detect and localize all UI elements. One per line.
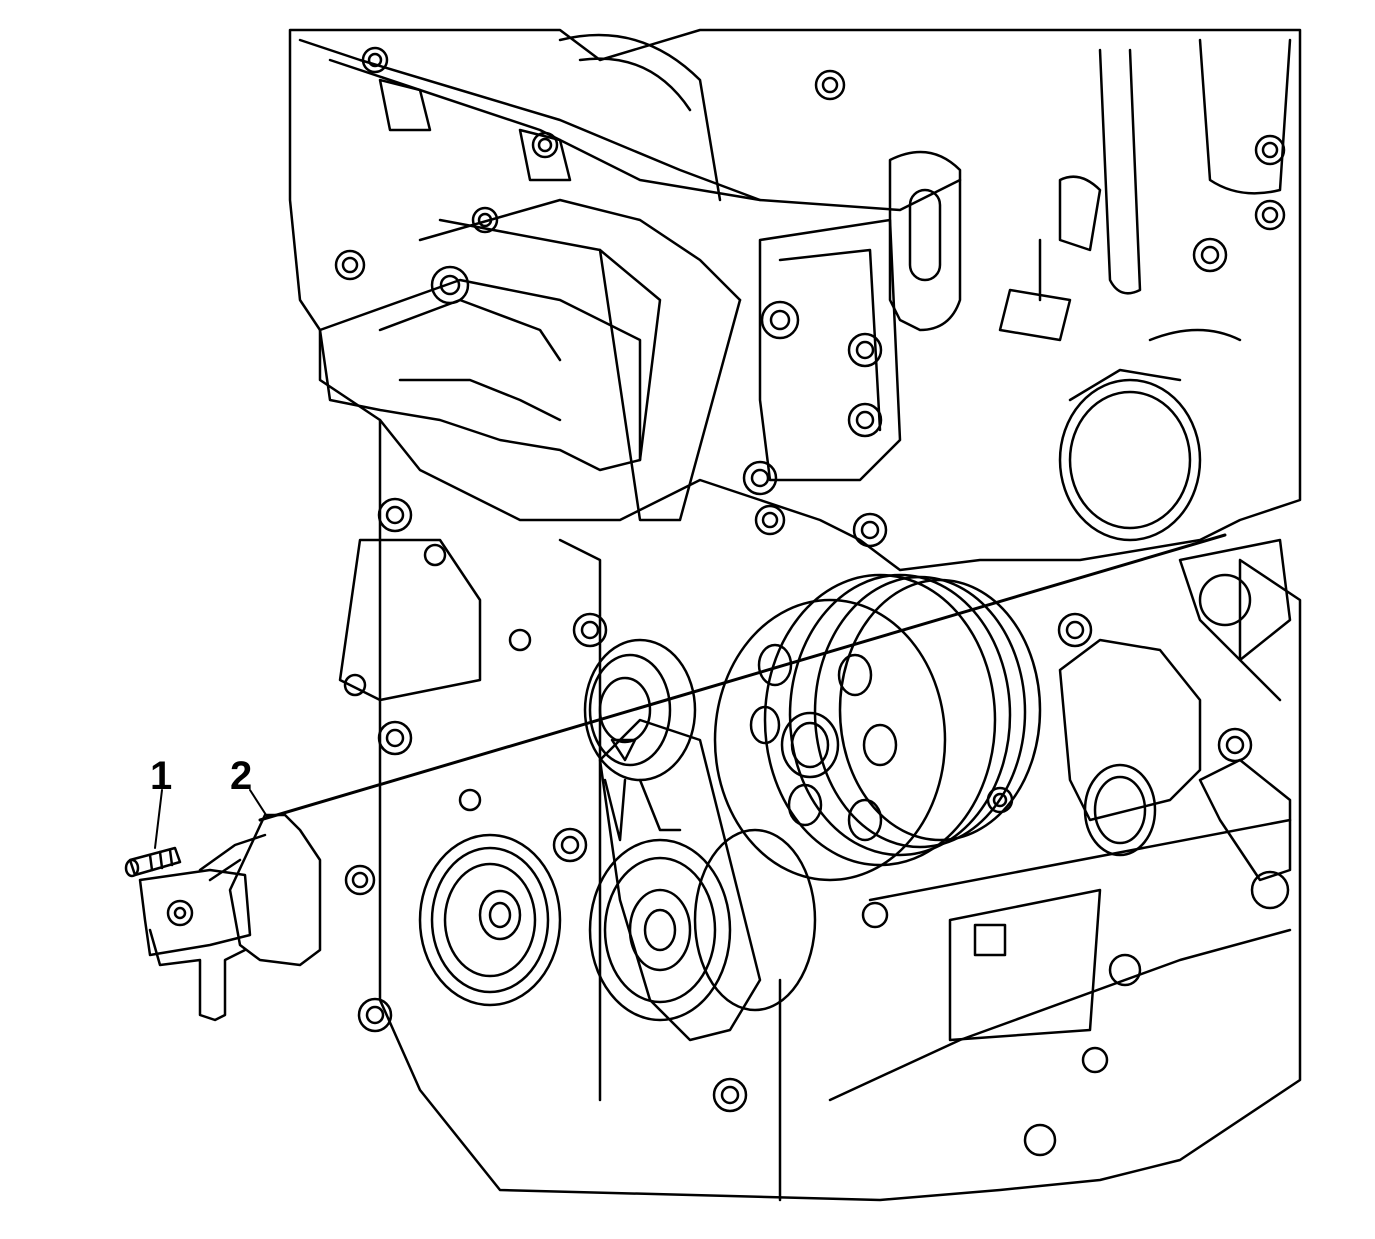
tensioner-pulley	[590, 830, 815, 1020]
callout-1: 1	[150, 754, 173, 798]
leader-lines	[260, 535, 1225, 820]
callout-leaders	[155, 790, 268, 848]
crank-pulley	[420, 835, 560, 1005]
idler-pulley-upper	[585, 640, 695, 780]
coolant-outlet	[1060, 640, 1290, 908]
camshaft-position-sensor	[140, 815, 320, 1020]
upper-bolts	[336, 48, 1284, 546]
water-pump-pulley	[715, 575, 1040, 880]
callout-2: 2	[230, 754, 253, 798]
engine-mount-bracket	[320, 200, 740, 520]
thermostat-housing-ring	[1060, 370, 1200, 540]
alternator-bracket	[760, 152, 960, 480]
sensor-bolt	[126, 848, 180, 876]
front-cover	[340, 420, 1300, 1200]
top-right-hoses	[1000, 40, 1290, 340]
belt-tensioner	[600, 720, 760, 1040]
lower-bolts	[346, 614, 1251, 1111]
